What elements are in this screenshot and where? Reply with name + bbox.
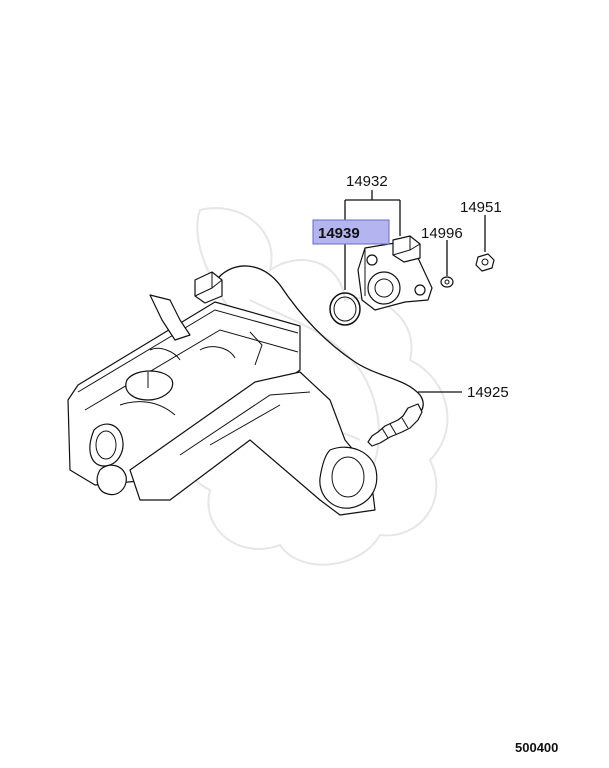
o-ring-highlight [312, 219, 390, 245]
o-ring [329, 292, 361, 326]
leader-lines [344, 190, 486, 393]
sensor-wire [217, 265, 424, 415]
engine-block [67, 294, 378, 516]
callout-sensor-assembly: 14932 [346, 173, 388, 190]
oxygen-sensor [367, 403, 423, 447]
position-sensor [357, 235, 433, 311]
washer [440, 276, 454, 288]
nut [475, 253, 495, 272]
callout-oxygen-sensor: 14925 [467, 384, 509, 401]
callout-screw: 14996 [421, 225, 463, 242]
callout-o-ring: 14939 [318, 225, 360, 242]
reference-code: 500400 [515, 740, 558, 755]
callout-nut: 14951 [460, 199, 502, 216]
harness-connector [194, 271, 223, 304]
